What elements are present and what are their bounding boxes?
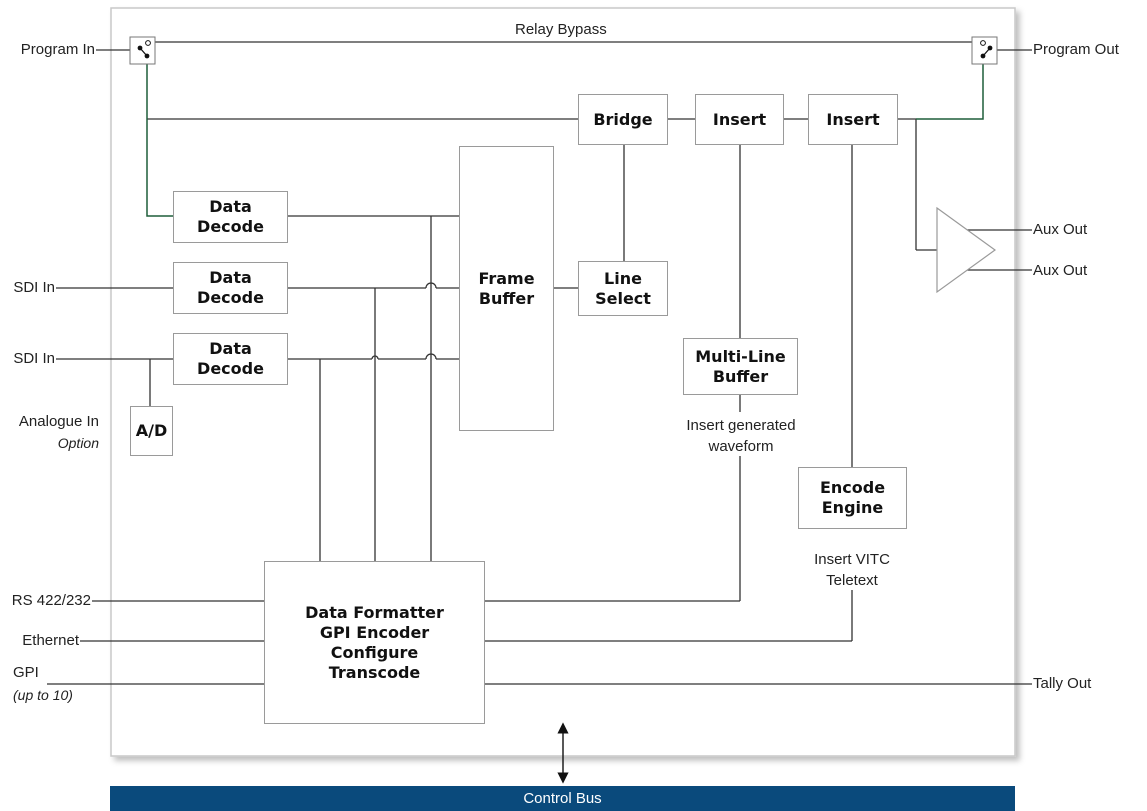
insert-block-2: Insert [808,94,898,145]
block-text: Buffer [712,366,769,386]
encode-engine-block: Encode Engine [798,467,907,529]
aux-out-label-1: Aux Out [1033,221,1088,238]
data-decode-block-3: Data Decode [173,333,288,385]
caption-line: Insert VITC [814,551,890,568]
block-text: Decode [197,217,264,236]
block-text: Multi-Line [695,346,786,366]
control-bus-bar: Control Bus [110,786,1015,811]
block-text: Transcode [328,662,421,682]
block-text: Bridge [593,109,653,129]
gpi-label: GPI [13,664,39,681]
block-text: Line [604,268,642,288]
rs422-label: RS 422/232 [11,592,91,609]
data-decode-block-2: Data Decode [173,262,288,314]
ad-converter-block: A/D [130,406,173,456]
bridge-block: Bridge [578,94,668,145]
caption-line: waveform [708,438,774,455]
relay-bypass-label: Relay Bypass [515,21,607,38]
line-select-block: Line Select [578,261,668,316]
sdi-in-label-1: SDI In [13,279,55,296]
insert-vitc-caption: Insert VITC Teletext [792,549,912,591]
frame-buffer-block: Frame Buffer [459,146,554,431]
block-text: Engine [821,498,884,517]
relay-path-right [916,56,984,120]
relay-switch-in [129,36,156,65]
relay-path-left [146,56,173,217]
caption-line: Insert generated [686,417,796,434]
block-text: Encode [819,478,886,497]
ethernet-label: Ethernet [22,632,79,649]
data-decode-block-1: Data Decode [173,191,288,243]
block-text: Decode [197,359,264,378]
analogue-option-label: Option [57,435,99,451]
block-text: Data [209,197,252,216]
block-text: GPI Encoder [319,622,430,642]
caption-line: Teletext [826,572,878,589]
block-text: Data [209,268,252,287]
program-in-label: Program In [20,41,95,58]
block-text: Decode [197,288,264,307]
block-text: Frame [478,268,535,288]
analogue-in-label: Analogue In [18,413,99,430]
relay-switch-out [971,36,998,65]
block-text: Insert [712,109,767,129]
block-text: Insert [826,109,880,129]
block-text: Configure [330,642,419,662]
aux-out-label-2: Aux Out [1033,262,1088,279]
data-formatter-block: Data Formatter GPI Encoder Configure Tra… [264,561,485,724]
block-text: Select [595,288,651,308]
sdi-in-label-2: SDI In [13,350,55,367]
insert-waveform-caption: Insert generated waveform [670,415,812,457]
multi-line-buffer-block: Multi-Line Buffer [683,338,798,395]
program-out-label: Program Out [1033,41,1119,58]
gpi-note-label: (up to 10) [13,687,73,703]
block-text: Buffer [478,288,535,308]
aux-amplifier [936,206,997,294]
insert-block-1: Insert [695,94,784,145]
tally-out-label: Tally Out [1033,675,1092,692]
block-text: Data Formatter [305,602,444,622]
block-text: Data [209,339,252,358]
control-bus-label: Control Bus [523,790,602,807]
block-text: A/D [135,421,168,440]
